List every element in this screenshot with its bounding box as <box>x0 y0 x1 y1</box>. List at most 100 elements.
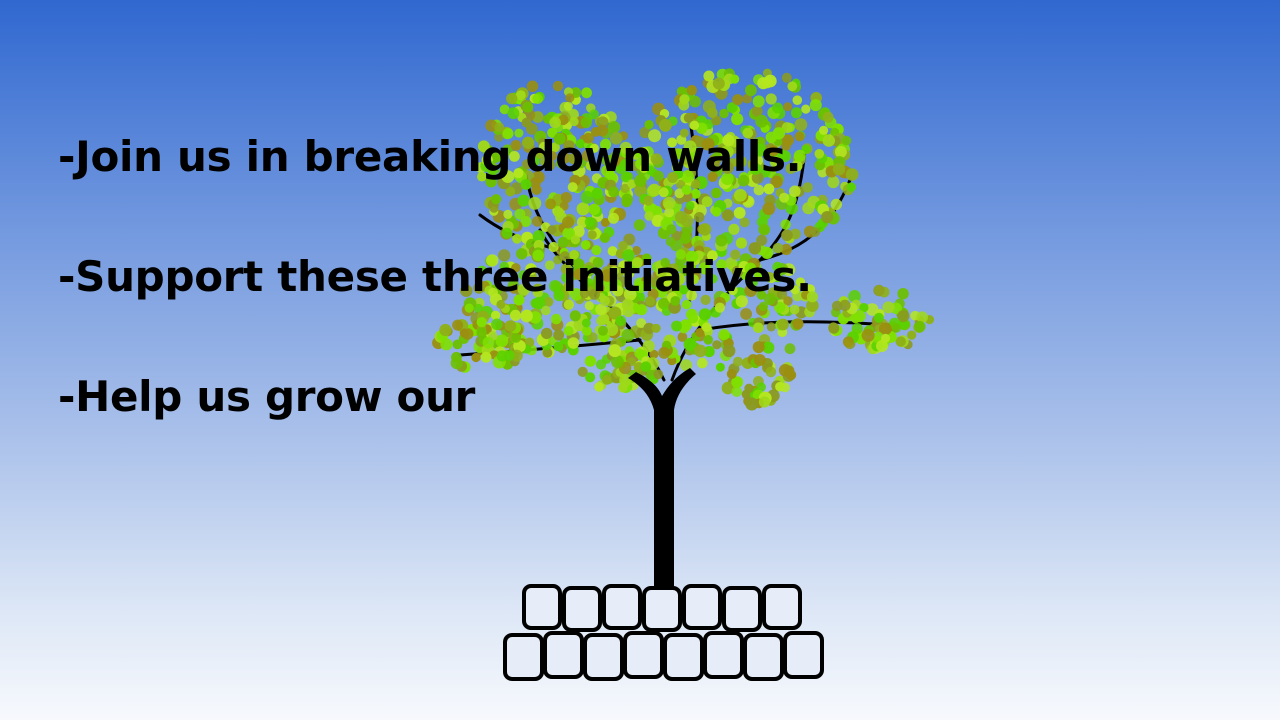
leaf <box>758 396 771 408</box>
leaf <box>509 284 519 294</box>
leaf <box>667 172 679 183</box>
leaf <box>517 283 530 296</box>
leaf <box>560 251 570 262</box>
leaf <box>600 217 610 227</box>
leaf <box>707 107 718 119</box>
leaf <box>790 285 800 295</box>
leaf <box>687 312 699 324</box>
leaf <box>514 128 524 138</box>
leaf <box>794 118 808 131</box>
leaf <box>602 374 612 385</box>
leaf <box>513 168 524 179</box>
leaf <box>672 272 686 286</box>
wall-brick <box>743 633 784 681</box>
leaf <box>780 219 791 230</box>
leaf <box>507 107 520 120</box>
leaf <box>601 154 614 167</box>
leaf <box>667 356 677 366</box>
leaf <box>491 194 502 205</box>
leaf <box>703 70 715 82</box>
leaf <box>632 246 642 255</box>
leaf <box>580 240 591 250</box>
leaf <box>594 382 604 392</box>
leaf <box>745 397 759 411</box>
leaf <box>914 320 926 333</box>
leaf <box>498 249 511 262</box>
leaf <box>643 322 655 335</box>
leaf <box>721 381 735 395</box>
leaf <box>583 265 595 277</box>
leaf <box>615 315 626 327</box>
leaf <box>541 327 553 340</box>
leaf <box>585 372 596 383</box>
leaf <box>621 193 633 206</box>
leaf <box>660 257 670 268</box>
leaf <box>639 163 649 173</box>
leaf <box>485 119 498 132</box>
leaf <box>670 296 681 306</box>
leaf <box>560 192 572 204</box>
leaf <box>595 359 607 370</box>
leaf <box>722 134 735 147</box>
leaf <box>640 361 652 373</box>
leaf <box>486 254 499 267</box>
leaf <box>916 311 928 324</box>
leaf <box>756 234 768 246</box>
leaf <box>842 336 854 348</box>
leaf <box>745 84 757 97</box>
leaf <box>683 112 694 123</box>
leaf <box>598 325 608 336</box>
leaf <box>753 354 766 366</box>
wall-brick <box>762 584 802 630</box>
leaf <box>718 329 730 341</box>
leaf <box>528 196 542 210</box>
leaf <box>499 261 509 271</box>
leaf <box>882 301 895 314</box>
leaf <box>510 140 522 151</box>
leaf <box>737 174 750 187</box>
tree-icon <box>432 68 935 588</box>
leaf <box>841 135 852 146</box>
leaf <box>686 85 698 96</box>
wall-brick <box>623 631 664 679</box>
leaf <box>651 276 662 287</box>
leaf <box>794 131 805 142</box>
leaf <box>703 346 715 358</box>
leaf <box>789 185 801 198</box>
leaf <box>762 341 775 354</box>
leaf <box>751 105 763 117</box>
leaf <box>832 163 846 176</box>
leaf <box>476 317 487 328</box>
leaf <box>726 368 737 379</box>
leaf <box>567 182 578 193</box>
leaf <box>739 217 750 228</box>
leaf <box>553 207 564 218</box>
leaf <box>667 263 679 275</box>
leaf <box>734 155 747 169</box>
leaf <box>452 339 463 350</box>
leaf <box>740 308 752 320</box>
leaf <box>689 120 700 130</box>
leaf <box>502 128 514 140</box>
leaf <box>697 357 708 369</box>
leaf <box>494 132 504 142</box>
leaf <box>683 140 697 154</box>
leaf <box>728 285 738 296</box>
leaf <box>643 195 654 206</box>
bullet-support: -Support these three initiatives. <box>58 252 812 301</box>
leaf <box>839 299 851 311</box>
leaf <box>782 134 794 147</box>
leaf <box>591 187 604 199</box>
leaf <box>732 94 744 106</box>
leaf <box>795 277 806 287</box>
leaf <box>608 306 622 320</box>
wall-brick <box>663 633 704 681</box>
leaf <box>501 170 515 184</box>
wall-brick <box>503 633 544 681</box>
leaf <box>673 148 685 160</box>
leaf <box>634 184 647 197</box>
leaf <box>801 104 811 114</box>
leaf <box>620 183 630 194</box>
